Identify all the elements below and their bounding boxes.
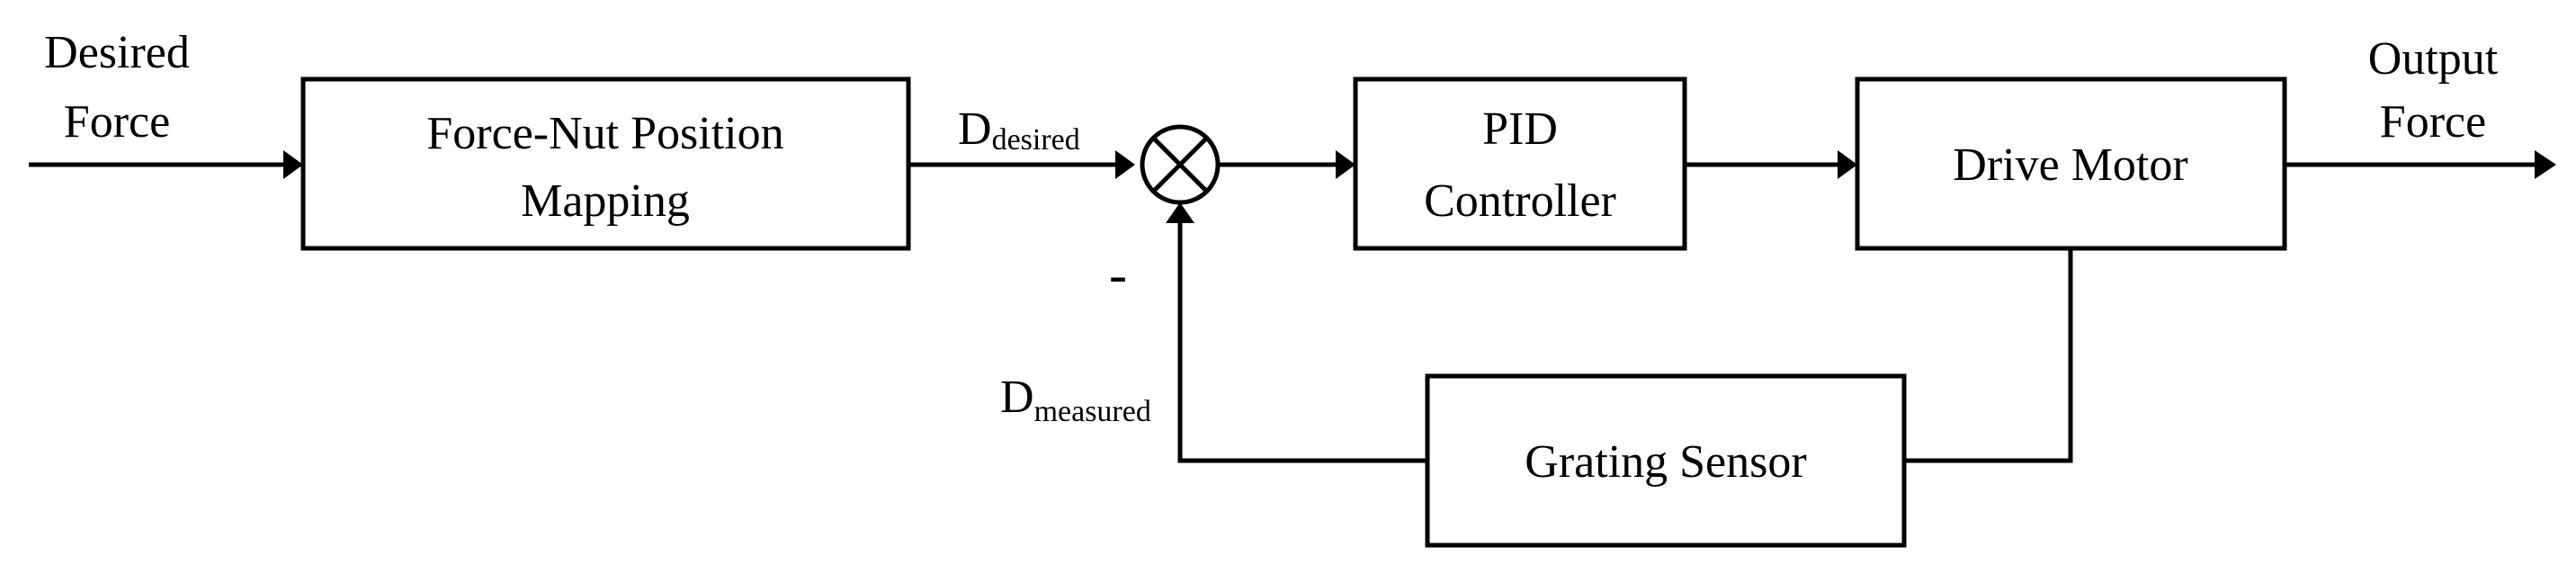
motor-label: Drive Motor (1953, 139, 2187, 191)
summing-junction (1140, 124, 1221, 205)
minus-sign: - (1109, 245, 1127, 304)
d-measured-subscript: measured (1034, 395, 1151, 428)
output-arrowhead (2535, 150, 2556, 179)
d-desired-subscript: desired (992, 123, 1080, 157)
control-arrowhead (1838, 150, 1857, 179)
input-label-line2: Force (64, 96, 170, 148)
d-measured-label: Dmeasured (1000, 372, 1151, 428)
feedback-signal-line (1177, 223, 1427, 463)
desired-arrowhead (1115, 150, 1135, 179)
feedback-arrowhead (1166, 202, 1194, 223)
sensor-label: Grating Sensor (1525, 436, 1806, 488)
motor-to-sensor-line (1904, 248, 2073, 463)
mapping-label-line2: Mapping (521, 175, 690, 227)
mapping-label-line1: Force-Nut Position (426, 108, 783, 159)
input-label-line1: Desired (44, 27, 190, 78)
output-label-line2: Force (2380, 96, 2486, 148)
output-label-line1: Output (2368, 33, 2499, 85)
d-measured-base: D (1000, 372, 1034, 423)
pid-label-line2: Controller (1424, 175, 1616, 227)
d-desired-label: Ddesired (958, 103, 1080, 157)
error-arrowhead (1336, 150, 1355, 179)
pid-label-line1: PID (1482, 103, 1558, 155)
pid-controller-block (1353, 76, 1687, 251)
input-arrowhead (283, 150, 303, 179)
d-desired-base: D (958, 103, 992, 155)
